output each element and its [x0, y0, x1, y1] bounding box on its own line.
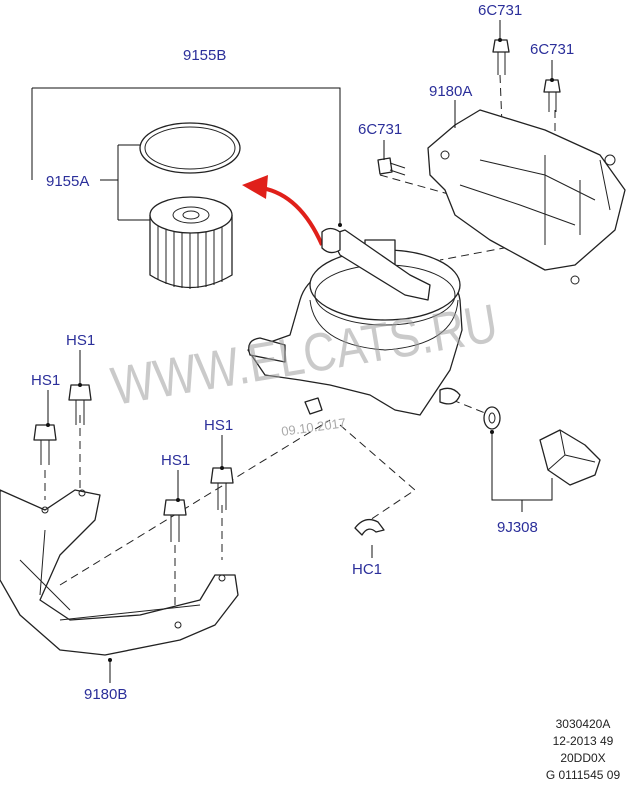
callout-hs1: HS1 — [161, 452, 190, 469]
sensor-9j308 — [539, 429, 601, 486]
bolt-hs1-3 — [163, 499, 187, 542]
callout-9j308: 9J308 — [497, 519, 538, 536]
watermark-date: 09.10.2017 — [280, 415, 347, 439]
callout-9180b: 9180B — [84, 686, 127, 703]
red-arrow-head — [242, 175, 268, 199]
callout-hc1: HC1 — [352, 561, 382, 578]
callout-9155b: 9155B — [183, 47, 226, 64]
callout-hs1: HS1 — [204, 417, 233, 434]
fuel-filter-housing — [247, 227, 463, 416]
washer — [483, 406, 501, 430]
o-ring — [139, 122, 241, 174]
lower-bracket — [0, 489, 239, 656]
bolt-6c731-side — [377, 157, 406, 176]
bolt-hs1-2 — [68, 384, 92, 425]
red-arrow — [261, 186, 324, 246]
bolt-hs1-1 — [33, 424, 57, 465]
bolt-6c731-right — [543, 79, 561, 112]
callout-9155a: 9155A — [46, 173, 89, 190]
bolt-6c731-top — [492, 39, 510, 75]
reference-line: G 0111545 09 — [545, 768, 621, 782]
filter-element — [149, 196, 233, 289]
callout-6c731-top: 6C731 — [478, 2, 522, 19]
reference-line: 12-2013 49 — [552, 734, 614, 748]
reference-line: 3030420A — [555, 717, 611, 731]
callout-9180a: 9180A — [429, 83, 472, 100]
callout-hs1: HS1 — [66, 332, 95, 349]
reference-block: 3030420A 12-2013 49 20DD0X G 0111545 09 — [538, 716, 628, 784]
callout-6c731-right: 6C731 — [530, 41, 574, 58]
callout-6c731-side: 6C731 — [358, 121, 402, 138]
bolt-hs1-4 — [210, 467, 234, 510]
callout-hs1: HS1 — [31, 372, 60, 389]
hose-clip — [354, 518, 385, 536]
reference-line: 20DD0X — [560, 751, 606, 765]
upper-bracket — [427, 109, 626, 285]
